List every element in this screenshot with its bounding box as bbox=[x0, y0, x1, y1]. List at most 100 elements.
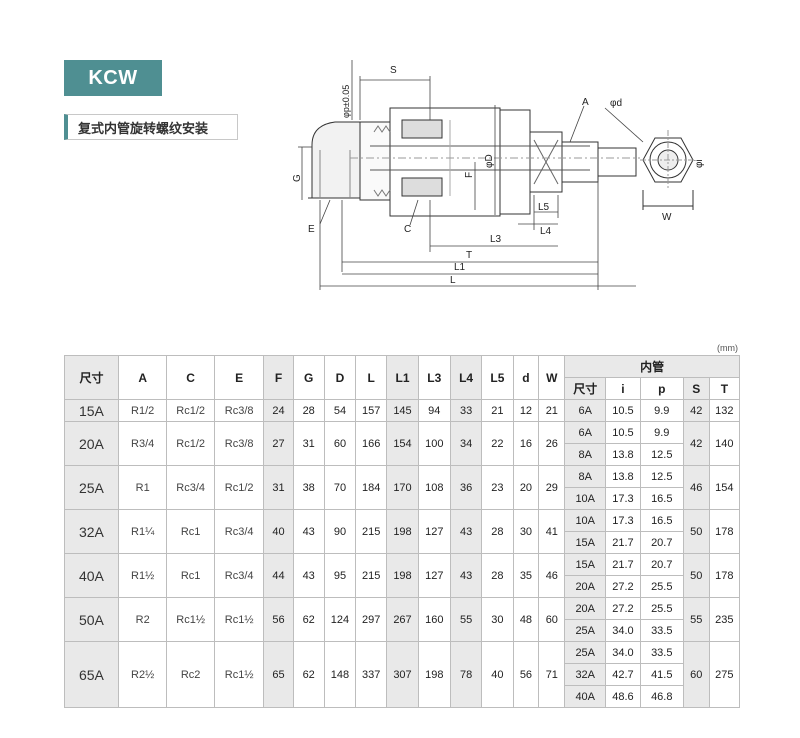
cell-inner-p: 9.9 bbox=[639, 399, 684, 422]
cell-t: 178 bbox=[708, 553, 741, 598]
header-size: 尺寸 bbox=[64, 355, 119, 400]
cell-d: 124 bbox=[323, 597, 357, 642]
cell-g: 62 bbox=[292, 597, 325, 642]
subheader-row: 尺寸 i p S T bbox=[65, 377, 741, 400]
dim-label-phi-d: φd bbox=[610, 98, 622, 109]
dim-label-W: W bbox=[662, 212, 672, 223]
cell-inner-p: 20.7 bbox=[639, 531, 684, 554]
cell-l: 297 bbox=[355, 597, 388, 642]
cell-a: R3/4 bbox=[117, 421, 168, 466]
header-S: S bbox=[682, 377, 710, 400]
cell-d: 30 bbox=[512, 509, 540, 554]
cell-e: Rc1½ bbox=[213, 597, 265, 642]
cell-d: 56 bbox=[512, 641, 540, 708]
cell-l4: 36 bbox=[449, 465, 483, 510]
header-d: d bbox=[512, 355, 540, 400]
cell-l5: 30 bbox=[481, 597, 514, 642]
cell-inner-p: 41.5 bbox=[639, 663, 684, 686]
cell-inner-i: 34.0 bbox=[605, 619, 641, 642]
cell-t: 132 bbox=[708, 399, 741, 422]
cell-f: 56 bbox=[263, 597, 294, 642]
cell-c: Rc1½ bbox=[166, 597, 215, 642]
cell-l4: 78 bbox=[449, 641, 483, 708]
cell-e: Rc3/4 bbox=[213, 509, 265, 554]
model-badge: KCW bbox=[64, 60, 162, 96]
cell-l3: 108 bbox=[417, 465, 451, 510]
cell-inner-i: 13.8 bbox=[605, 465, 641, 488]
cell-l4: 34 bbox=[449, 421, 483, 466]
cell-d: 60 bbox=[323, 421, 357, 466]
cell-inner-p: 12.5 bbox=[639, 443, 684, 466]
cell-e: Rc3/8 bbox=[213, 421, 265, 466]
cell-d: 35 bbox=[512, 553, 540, 598]
cell-a: R2 bbox=[117, 597, 168, 642]
header-L: L bbox=[355, 355, 388, 400]
cell-size: 50A bbox=[64, 597, 119, 642]
cell-t: 275 bbox=[708, 641, 741, 708]
header-A: A bbox=[117, 355, 168, 400]
dim-label-phi-D: φD bbox=[484, 154, 495, 168]
cell-c: Rc1/2 bbox=[166, 421, 215, 466]
cell-d: 20 bbox=[512, 465, 540, 510]
dimension-drawing: S A φd φp±0.05 φD F G E C L5 L4 L3 T L1 … bbox=[292, 60, 705, 290]
cell-l: 184 bbox=[355, 465, 388, 510]
cell-d: 95 bbox=[323, 553, 357, 598]
cell-inner-size: 6A bbox=[564, 421, 607, 444]
header-D: D bbox=[323, 355, 357, 400]
dim-label-A: A bbox=[582, 97, 589, 108]
dim-label-C: C bbox=[404, 224, 411, 235]
cell-l1: 198 bbox=[386, 553, 419, 598]
product-subtitle: 复式内管旋转螺纹安装 bbox=[64, 114, 238, 140]
cell-inner-p: 25.5 bbox=[639, 575, 684, 598]
joint-housing bbox=[350, 107, 640, 217]
drawing-labels: S A φd φp±0.05 φD F G E C L5 L4 L3 T L1 … bbox=[292, 65, 705, 286]
cell-size: 20A bbox=[64, 421, 119, 466]
cell-l: 166 bbox=[355, 421, 388, 466]
cell-inner-p: 20.7 bbox=[639, 553, 684, 576]
cell-l: 337 bbox=[355, 641, 388, 708]
cell-w: 26 bbox=[538, 421, 566, 466]
cell-t: 140 bbox=[708, 421, 741, 466]
cell-inner-p: 9.9 bbox=[639, 421, 684, 444]
cell-l4: 33 bbox=[449, 399, 483, 422]
cell-inner-p: 12.5 bbox=[639, 465, 684, 488]
header-L1: L1 bbox=[386, 355, 419, 400]
cell-a: R1¼ bbox=[117, 509, 168, 554]
cell-s: 50 bbox=[682, 553, 710, 598]
cell-inner-i: 34.0 bbox=[605, 641, 641, 664]
cell-l3: 94 bbox=[417, 399, 451, 422]
cell-l5: 22 bbox=[481, 421, 514, 466]
cell-g: 43 bbox=[292, 553, 325, 598]
cell-size: 32A bbox=[64, 509, 119, 554]
cell-l5: 21 bbox=[481, 399, 514, 422]
cell-w: 60 bbox=[538, 597, 566, 642]
cell-c: Rc1 bbox=[166, 553, 215, 598]
cell-t: 235 bbox=[708, 597, 741, 642]
cell-e: Rc3/4 bbox=[213, 553, 265, 598]
cell-inner-size: 8A bbox=[564, 443, 607, 466]
cell-inner-size: 20A bbox=[564, 575, 607, 598]
cell-t: 178 bbox=[708, 509, 741, 554]
dim-label-L3: L3 bbox=[490, 234, 502, 245]
cell-inner-i: 27.2 bbox=[605, 597, 641, 620]
cell-f: 31 bbox=[263, 465, 294, 510]
cell-w: 46 bbox=[538, 553, 566, 598]
cell-l3: 100 bbox=[417, 421, 451, 466]
cell-c: Rc3/4 bbox=[166, 465, 215, 510]
cell-inner-p: 16.5 bbox=[639, 509, 684, 532]
cell-size: 65A bbox=[64, 641, 119, 708]
cell-a: R1 bbox=[117, 465, 168, 510]
cell-a: R2½ bbox=[117, 641, 168, 708]
header-L5: L5 bbox=[481, 355, 514, 400]
header-L3: L3 bbox=[417, 355, 451, 400]
cell-inner-size: 32A bbox=[564, 663, 607, 686]
cell-l5: 28 bbox=[481, 553, 514, 598]
cell-g: 38 bbox=[292, 465, 325, 510]
cell-l: 157 bbox=[355, 399, 388, 422]
